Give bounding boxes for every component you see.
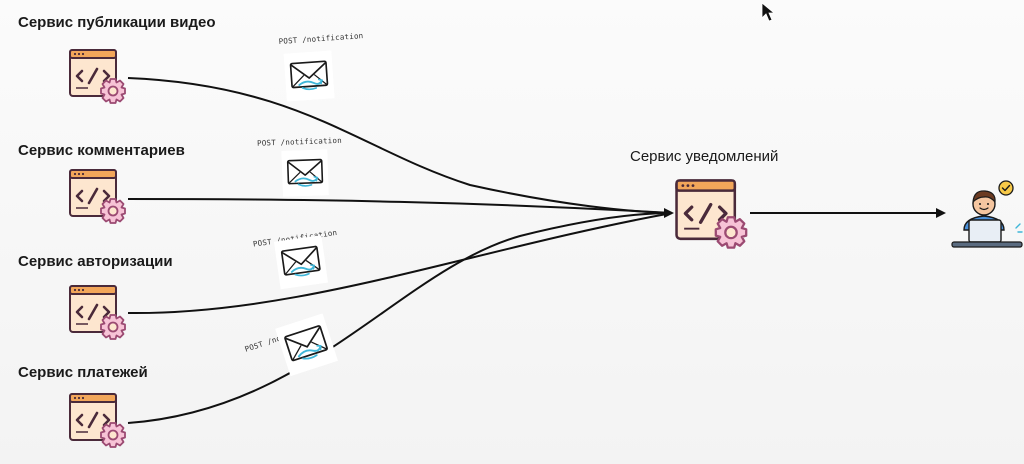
service-label-auth: Сервис авторизации bbox=[18, 253, 173, 270]
hub-label: Сервис уведомлений bbox=[630, 148, 778, 165]
code-window-gear-icon bbox=[68, 168, 127, 225]
envelope-icon bbox=[275, 313, 339, 377]
connection-payments bbox=[127, 208, 674, 424]
code-window-gear-icon bbox=[68, 284, 127, 341]
message-4: POST /notification bbox=[244, 313, 339, 377]
message-2: POST /notification bbox=[257, 136, 342, 197]
connection-auth bbox=[127, 212, 673, 315]
envelope-icon bbox=[281, 149, 329, 197]
user-at-laptop-icon bbox=[951, 180, 1023, 248]
envelope-icon bbox=[283, 50, 335, 102]
code-window-gear-icon bbox=[68, 392, 127, 449]
code-window-gear-icon bbox=[68, 48, 127, 105]
envelope-icon bbox=[273, 235, 329, 290]
connections bbox=[127, 77, 946, 424]
service-label-video: Сервис публикации видео bbox=[18, 14, 215, 31]
message-1: POST /notification bbox=[278, 31, 364, 102]
message-endpoint-label: POST /notification bbox=[278, 31, 363, 46]
service-label-payments: Сервис платежей bbox=[18, 364, 148, 381]
message-3: POST /notification bbox=[252, 228, 338, 290]
message-endpoint-label: POST /notification bbox=[257, 136, 342, 148]
service-label-comments: Сервис комментариев bbox=[18, 142, 185, 159]
code-window-gear-icon bbox=[674, 178, 748, 250]
connection-comments bbox=[127, 198, 673, 214]
mouse-cursor-icon bbox=[761, 2, 776, 22]
connection-video bbox=[127, 77, 673, 214]
